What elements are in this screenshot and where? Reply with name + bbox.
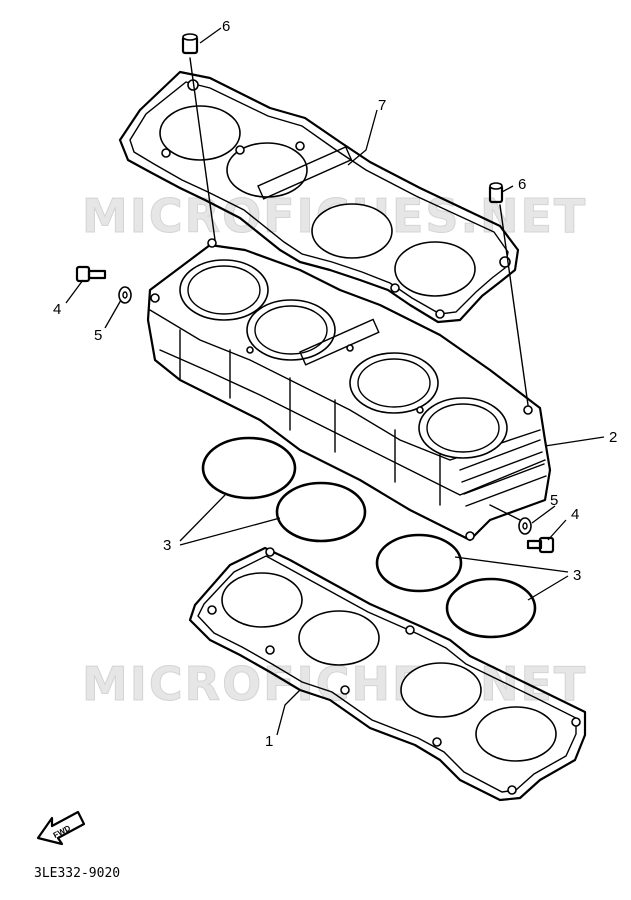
bolt-left	[75, 265, 107, 283]
callout-head-gasket: 7	[378, 97, 386, 114]
callout-dowel-right: 6	[518, 176, 526, 193]
cylinder-head-gasket	[118, 70, 520, 324]
callout-washer-left: 5	[94, 327, 102, 344]
diagram-code: 3LE332-9020	[34, 866, 120, 881]
callout-cylinder-block: 2	[609, 429, 617, 446]
bolt-right	[526, 536, 555, 554]
dowel-pin-top	[181, 33, 199, 55]
callout-o-rings-right: 3	[573, 567, 581, 584]
cylinder-block	[146, 238, 552, 542]
callout-washer-right: 5	[550, 492, 558, 509]
cylinder-base-gasket	[188, 546, 587, 802]
callout-base-gasket: 1	[265, 733, 273, 750]
dowel-pin-right	[488, 182, 504, 204]
callout-o-rings-left: 3	[163, 537, 171, 554]
watermark-lower: MICROFICHES.NET	[82, 657, 587, 711]
forward-direction-arrow: FWD	[36, 810, 86, 846]
washer-right	[518, 517, 532, 535]
o-rings-right	[375, 533, 537, 639]
callout-dowel-top: 6	[222, 18, 230, 35]
forward-arrow-label: FWD	[52, 823, 73, 840]
o-rings-left	[201, 436, 367, 543]
callout-bolt-left: 4	[53, 301, 61, 318]
washer-left	[118, 286, 132, 304]
callout-bolt-right: 4	[571, 506, 579, 523]
